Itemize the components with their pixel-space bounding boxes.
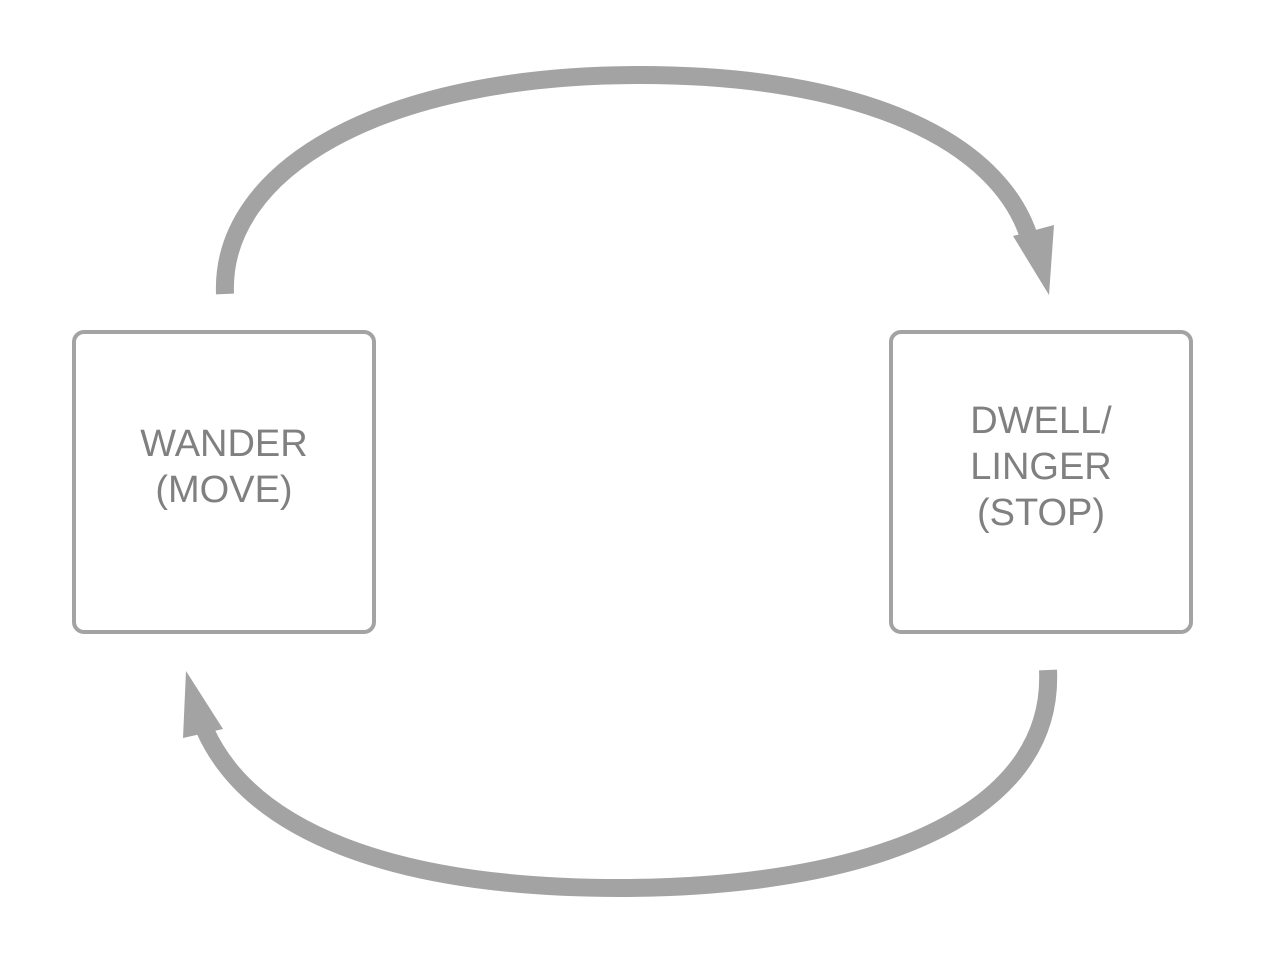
arrow-dwell-to-wander [196,669,1058,898]
state-box-wander: WANDER (MOVE) [72,330,376,634]
label-line: WANDER [140,423,308,465]
state-label-dwell: DWELL/ LINGER (STOP) [970,398,1111,536]
state-label-wander: WANDER (MOVE) [140,421,307,513]
state-box-dwell: DWELL/ LINGER (STOP) [889,330,1193,634]
label-line: (STOP) [976,492,1106,534]
arrowhead-into-wander [183,671,223,738]
label-line: DWELL/ [970,400,1112,442]
arrow-wander-to-dwell [215,65,1039,295]
label-line: LINGER [970,446,1112,488]
label-line: (MOVE) [155,469,293,511]
arrowhead-into-dwell [1013,225,1054,295]
